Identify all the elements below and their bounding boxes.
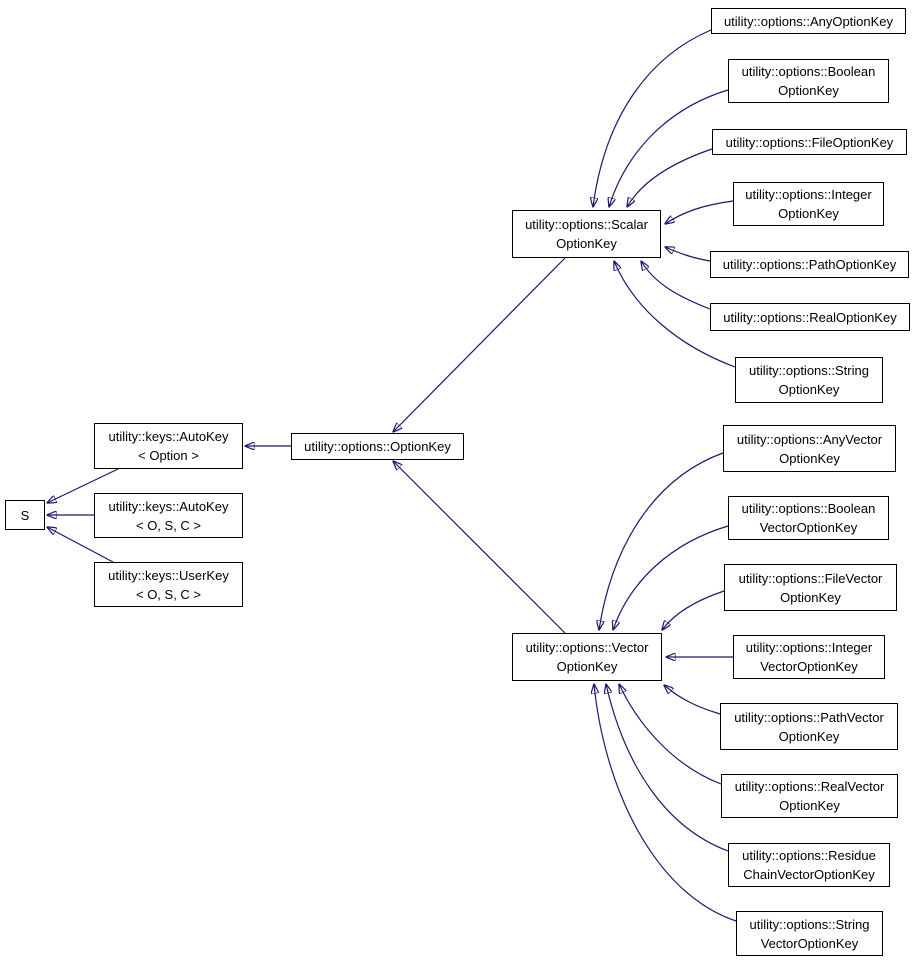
edge-userkey-osc-to-s (47, 527, 114, 563)
edge-real-optionkey-to-scalar-optionkey (641, 261, 711, 310)
edge-filevector-optionkey-to-vector-optionkey (662, 590, 725, 630)
node-real-optionkey[interactable]: utility::options::RealOptionKey (710, 303, 910, 331)
edge-scalar-optionkey-to-optionkey (393, 257, 566, 432)
node-label-line: utility::options::String (749, 363, 869, 378)
node-label-line: utility::keys::AutoKey (108, 429, 229, 444)
node-anyvector-optionkey[interactable]: utility::options::AnyVector OptionKey (723, 425, 896, 472)
node-label-line: utility::keys::UserKey (108, 567, 229, 583)
node-label-line: ChainVectorOptionKey (743, 867, 875, 882)
node-label-line: OptionKey (779, 450, 840, 466)
node-label-line: utility::options::Boolean (741, 64, 876, 79)
node-label-line: utility::options::PathOptionKey (722, 257, 897, 272)
node-label-line: VectorOptionKey (760, 659, 858, 674)
edge-stringvector-optionkey-to-vector-optionkey (594, 684, 737, 922)
edge-path-optionkey-to-scalar-optionkey (665, 247, 711, 262)
edge-file-optionkey-to-scalar-optionkey (627, 148, 713, 207)
edge-booleanvector-optionkey-to-vector-optionkey (613, 525, 729, 630)
node-any-optionkey[interactable]: utility::options::AnyOptionKey (711, 8, 906, 34)
node-label-line: OptionKey (780, 589, 841, 605)
node-label-line: VectorOptionKey (759, 520, 858, 535)
node-integervector-optionkey[interactable]: utility::options::Integer VectorOptionKe… (733, 635, 885, 679)
node-label-line: < O, S, C > (135, 517, 202, 533)
node-booleanvector-optionkey[interactable]: utility::options::Boolean VectorOptionKe… (728, 496, 889, 540)
edge-anyvector-optionkey-to-vector-optionkey (599, 452, 724, 630)
node-label-line: OptionKey (556, 236, 617, 251)
node-path-optionkey[interactable]: utility::options::PathOptionKey (710, 251, 909, 278)
node-autokey-osc[interactable]: utility::keys::AutoKey < O, S, C > (94, 493, 243, 538)
node-label-line: utility::options::Vector (525, 640, 649, 655)
node-label-line: utility::options::FileOptionKey (725, 134, 894, 150)
node-label-line: OptionKey (778, 83, 839, 98)
node-pathvector-optionkey[interactable]: utility::options::PathVector OptionKey (720, 703, 898, 750)
node-string-optionkey[interactable]: utility::options::String OptionKey (735, 357, 883, 403)
edge-realvector-optionkey-to-vector-optionkey (619, 684, 722, 785)
node-label-line: OptionKey (778, 728, 840, 744)
node-residuechainvector-optionkey[interactable]: utility::options::Residue ChainVectorOpt… (728, 843, 890, 887)
node-label-line: utility::options::Integer (745, 640, 873, 655)
edge-integer-optionkey-to-scalar-optionkey (665, 200, 734, 224)
node-label-line: < O, S, C > (135, 586, 202, 602)
node-label-line: utility::options::AnyOptionKey (723, 13, 894, 29)
node-filevector-optionkey[interactable]: utility::options::FileVector OptionKey (724, 564, 897, 611)
node-label-line: utility::options::PathVector (734, 709, 884, 725)
node-label-line: OptionKey (556, 659, 618, 674)
node-label-line: OptionKey (779, 798, 840, 813)
node-scalar-optionkey[interactable]: utility::options::Scalar OptionKey (512, 210, 661, 258)
node-file-optionkey[interactable]: utility::options::FileOptionKey (712, 129, 907, 155)
edge-string-optionkey-to-scalar-optionkey (614, 261, 736, 368)
node-vector-optionkey[interactable]: utility::options::Vector OptionKey (512, 633, 662, 681)
node-label-line: S (20, 507, 30, 523)
edge-any-optionkey-to-scalar-optionkey (593, 29, 712, 207)
node-autokey-option[interactable]: utility::keys::AutoKey < Option > (94, 423, 243, 469)
node-label-line: VectorOptionKey (760, 935, 859, 951)
node-label-line: OptionKey (778, 382, 840, 397)
node-label-line: utility::keys::AutoKey (108, 498, 229, 514)
edge-pathvector-optionkey-to-vector-optionkey (664, 685, 721, 715)
node-realvector-optionkey[interactable]: utility::options::RealVector OptionKey (721, 774, 898, 818)
node-label-line: utility::options::RealVector (734, 779, 885, 794)
node-stringvector-optionkey[interactable]: utility::options::String VectorOptionKey (736, 911, 883, 956)
edge-residuechainvector-optionkey-to-vector-optionkey (606, 684, 729, 852)
node-label-line: utility::options::FileVector (738, 570, 883, 586)
node-label-line: utility::options::Scalar (525, 217, 648, 232)
node-s[interactable]: S (5, 500, 45, 530)
edge-boolean-optionkey-to-scalar-optionkey (609, 89, 729, 207)
node-label-line: utility::options::OptionKey (304, 439, 451, 454)
node-label-line: utility::options::AnyVector (736, 431, 883, 447)
node-label-line: utility::options::Residue (742, 848, 876, 863)
node-label-line: OptionKey (778, 206, 839, 221)
node-label-line: utility::options::String (749, 916, 870, 932)
node-integer-optionkey[interactable]: utility::options::Integer OptionKey (733, 182, 884, 226)
node-label-line: utility::options::Boolean (741, 501, 876, 516)
edge-vector-optionkey-to-optionkey (393, 461, 566, 634)
node-boolean-optionkey[interactable]: utility::options::Boolean OptionKey (728, 59, 889, 103)
node-label-line: utility::options::Integer (745, 187, 872, 202)
node-label-line: utility::options::RealOptionKey (723, 309, 897, 325)
edge-autokey-option-to-s (47, 468, 119, 503)
node-label-line: < Option > (138, 448, 199, 463)
node-userkey-osc[interactable]: utility::keys::UserKey < O, S, C > (94, 562, 243, 607)
node-optionkey[interactable]: utility::options::OptionKey (291, 433, 464, 460)
